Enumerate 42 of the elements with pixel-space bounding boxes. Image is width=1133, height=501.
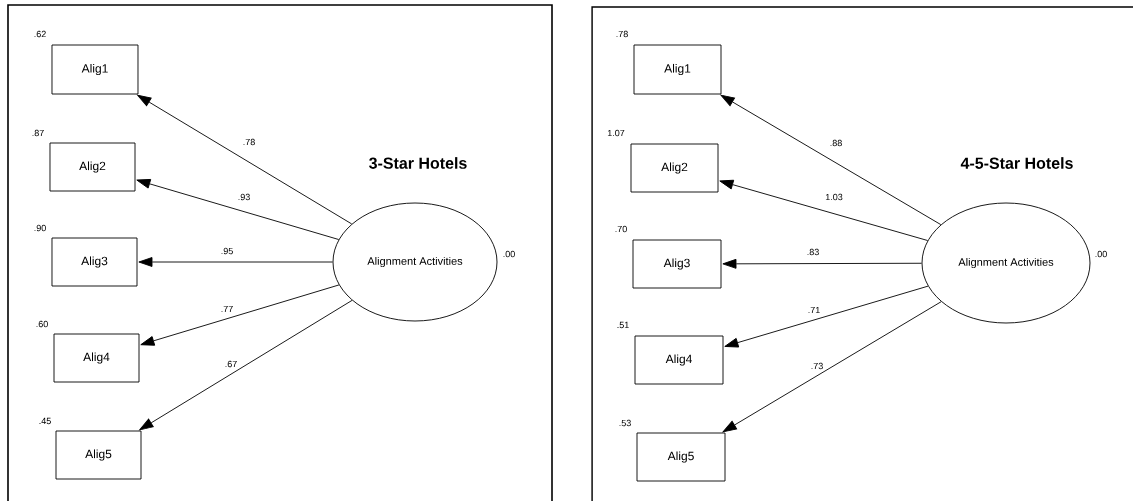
variable-box: Alig5 xyxy=(55,430,142,480)
variance-label: .51 xyxy=(617,321,629,329)
edge-label: .83 xyxy=(805,247,821,257)
arrow xyxy=(720,94,942,226)
variable-box: Alig2 xyxy=(49,142,136,192)
variance-label: .78 xyxy=(616,30,628,38)
variable-box: Alig1 xyxy=(51,44,139,95)
edge-label: .78 xyxy=(241,137,257,147)
edge-label: .77 xyxy=(219,304,235,314)
edge-label: .95 xyxy=(219,246,235,256)
variable-box: Alig2 xyxy=(630,143,719,193)
arrow xyxy=(724,285,929,348)
edge-label: .71 xyxy=(806,305,822,315)
edge-label: .88 xyxy=(828,138,844,148)
arrow xyxy=(722,301,942,433)
variance-label: .90 xyxy=(34,224,46,232)
variable-box: Alig1 xyxy=(633,44,722,95)
arrow xyxy=(138,257,333,267)
variance-label: .45 xyxy=(39,417,51,425)
variance-label: .87 xyxy=(32,129,44,137)
arrow xyxy=(136,179,340,240)
arrow xyxy=(719,179,929,241)
variance-label: .53 xyxy=(619,419,631,427)
edge-label: .93 xyxy=(236,192,252,202)
variance-label: .60 xyxy=(36,320,48,328)
edge-label: .73 xyxy=(809,361,825,371)
variable-box: Alig4 xyxy=(634,335,724,385)
arrow xyxy=(722,258,922,269)
edge-label: 1.03 xyxy=(824,192,844,202)
arrow xyxy=(137,94,353,225)
arrow xyxy=(139,299,353,431)
edge-label: .67 xyxy=(223,359,239,369)
variable-box: Alig3 xyxy=(51,237,138,287)
variance-label: .62 xyxy=(34,30,46,38)
variance-label: .70 xyxy=(615,225,627,233)
variable-box: Alig5 xyxy=(636,432,726,482)
arrow xyxy=(140,284,340,346)
variance-label: 1.07 xyxy=(607,129,625,137)
variance-label: .00 xyxy=(1095,250,1107,258)
variable-box: Alig3 xyxy=(632,239,722,289)
variance-label: .00 xyxy=(503,250,515,258)
variable-box: Alig4 xyxy=(53,333,140,383)
